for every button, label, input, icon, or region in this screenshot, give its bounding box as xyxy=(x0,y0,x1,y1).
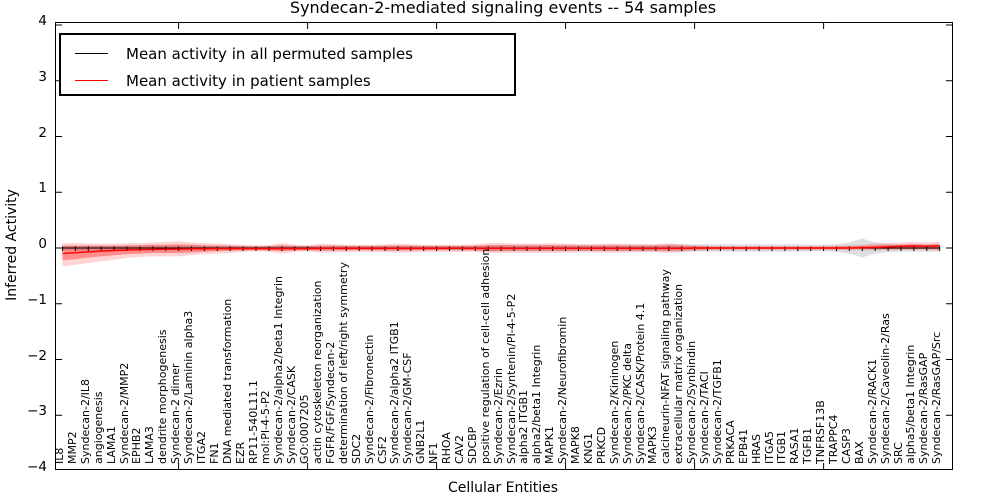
x-tick-label: Syndecan-2/Neurofibromin xyxy=(556,316,570,464)
x-tick-label: determination of left/right symmetry xyxy=(336,262,350,464)
x-tick-label: TNFRSF13B xyxy=(814,400,828,464)
x-tick-label: EPB41 xyxy=(736,428,750,464)
x-axis-label: Cellular Entities xyxy=(447,480,559,496)
legend-item-patient: Mean activity in patient samples xyxy=(73,67,514,94)
y-tick-label: −3 xyxy=(27,403,47,420)
x-tick-label: Syndecan-2/CASK xyxy=(285,365,299,464)
axis-tick-marks xyxy=(56,23,952,469)
x-tick-label: TRAPPC4 xyxy=(827,414,840,464)
x-tick-label: LAMA1 xyxy=(104,426,118,464)
y-tick-label: 4 xyxy=(38,13,47,29)
y-tick-label: 1 xyxy=(38,180,47,197)
x-tick-label: Syndecan-2/PKC delta xyxy=(620,343,634,464)
x-tick-label: dendrite morphogenesis xyxy=(156,329,170,464)
x-tick-label: Syndecan-2/Laminin alpha3 xyxy=(182,310,195,464)
x-tick-label: RHOA xyxy=(440,432,453,464)
x-tick-label: calcineurin-NFAT signaling pathway xyxy=(659,269,673,464)
y-tick-label: −1 xyxy=(27,291,47,308)
x-tick-label: actin cytoskeleton reorganization xyxy=(311,280,324,464)
x-tick-label: EZR xyxy=(233,441,247,464)
x-tick-label: RASA1 xyxy=(788,427,802,464)
legend-item-permuted: Mean activity in all permuted samples xyxy=(73,40,514,67)
x-tick-label: angiogenesis xyxy=(91,391,105,465)
chart-title: Syndecan-2-mediated signaling events -- … xyxy=(289,0,717,17)
patient-line-sample xyxy=(75,80,108,81)
x-tick-label: Syndecan-2/TGFB1 xyxy=(710,359,724,464)
x-tick-label: TGFB1 xyxy=(801,427,815,464)
legend: Mean activity in all permuted samples Me… xyxy=(59,33,516,96)
x-tick-label: Syndecan-2/Kininogen xyxy=(607,340,621,464)
x-tick-label: NF1 xyxy=(427,442,441,464)
x-tick-label: LAMA3 xyxy=(143,426,157,464)
x-tick-label: FN1 xyxy=(207,442,221,464)
x-tick-label: CASP3 xyxy=(839,428,853,464)
plot-area xyxy=(55,22,953,470)
permuted-line-sample xyxy=(75,53,108,54)
chart-canvas xyxy=(56,23,952,469)
x-tick-label: MMP2 xyxy=(65,431,79,464)
y-tick-label: 3 xyxy=(38,68,47,85)
x-tick-label: positive regulation of cell-cell adhesio… xyxy=(478,248,492,464)
x-tick-label: DNA mediated transformation xyxy=(220,298,234,464)
x-tick-label: GNB2L1 xyxy=(414,419,428,464)
x-tick-label: SDCBP xyxy=(465,426,479,464)
x-tick-label: Syndecan-2/RasGAP xyxy=(917,352,931,464)
patient-mean-line xyxy=(62,245,940,255)
x-tick-label: Syndecan-2/IL8 xyxy=(78,378,92,464)
x-tick-label: CAV2 xyxy=(452,434,466,464)
x-tick-label: MAPK8 xyxy=(569,426,582,464)
x-tick-label: Syndecan-2 dimer xyxy=(169,363,183,464)
legend-label-permuted: Mean activity in all permuted samples xyxy=(126,44,413,63)
x-tick-label: Syndecan-2/Fibronectin xyxy=(362,334,376,464)
x-tick-label: extracellular matrix organization xyxy=(672,283,686,464)
x-tick-label: KNG1 xyxy=(581,433,595,464)
x-tick-label: PRKCD xyxy=(594,426,608,464)
x-tick-label: alpha2/beta1 Integrin xyxy=(530,344,544,464)
x-tick-label: MAPK1 xyxy=(543,426,557,464)
x-tick-label: ITGA2 xyxy=(194,430,208,464)
x-tick-label: Syndecan-2/RasGAP/Src xyxy=(930,331,944,464)
x-tick-label: Syndecan-2/RACK1 xyxy=(865,358,879,464)
legend-label-patient: Mean activity in patient samples xyxy=(126,71,371,90)
y-tick-label: −4 xyxy=(27,459,47,475)
x-tick-label: SDC2 xyxy=(349,433,363,464)
x-tick-label: GO:0007205 xyxy=(298,394,312,464)
y-tick-label: 0 xyxy=(38,236,47,252)
y-tick-label: 2 xyxy=(38,124,47,141)
x-tick-label: Syndecan-2/Ezrin xyxy=(491,368,505,464)
x-tick-label: IL8 xyxy=(53,447,66,464)
x-tick-label: Syndecan-2/Synbindin xyxy=(685,340,699,464)
x-tick-label: PRKACA xyxy=(723,420,737,464)
x-tick-label: Syndecan-2/alpha2/beta1 Integrin xyxy=(272,276,286,464)
x-tick-label: Syndecan-2/Caveolin-2/Ras xyxy=(878,313,892,464)
x-tick-label: Syndecan-2/GM-CSF xyxy=(401,352,415,464)
x-tick-label: Syndecan-2/TACI xyxy=(698,371,711,464)
x-tick-label: BAX xyxy=(852,441,866,464)
y-tick-label: −2 xyxy=(27,347,47,364)
x-tick-label: FGFR/FGF/Syndecan-2 xyxy=(323,341,337,464)
x-tick-label: HRAS xyxy=(749,434,763,464)
